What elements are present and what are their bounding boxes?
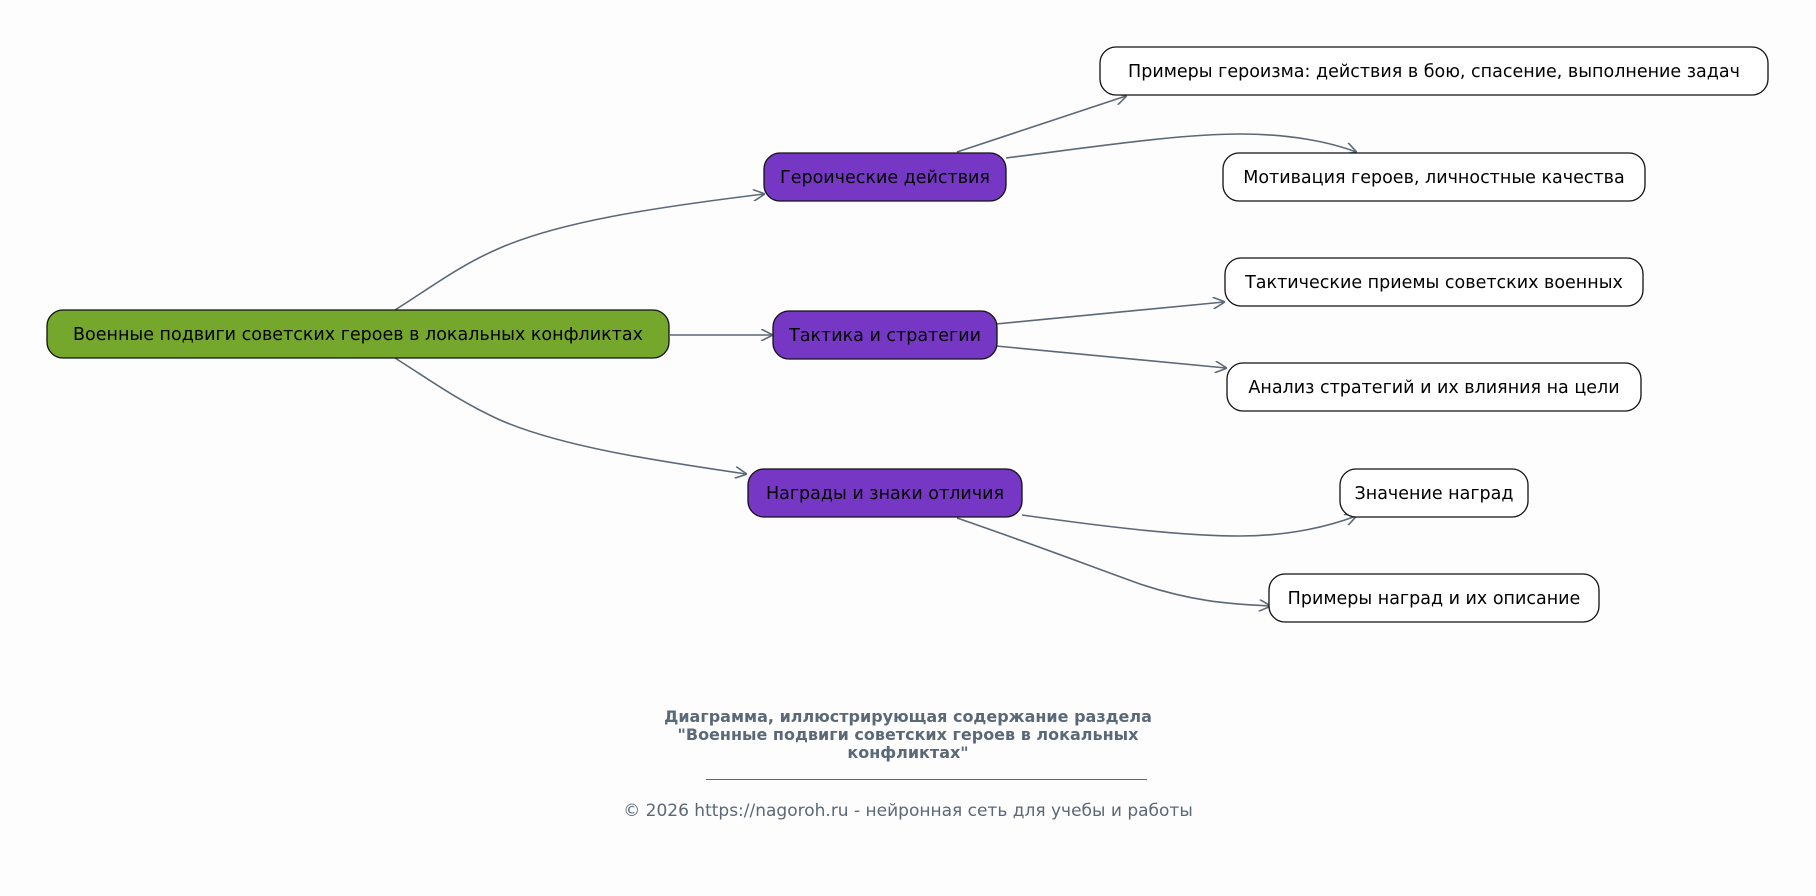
leaf-node-3-2: Примеры наград и их описание [1268, 573, 1600, 623]
caption-divider [706, 779, 1147, 780]
branch-node-2-label: Тактика и стратегии [788, 326, 981, 346]
leaf-node-1-2: Мотивация героев, личностные качества [1222, 152, 1646, 202]
root-node: Военные подвиги советских героев в локал… [46, 309, 670, 359]
leaf-node-1-2-box [1222, 152, 1646, 202]
edge-root-to-b1 [394, 194, 764, 311]
leaf-node-1-1: Примеры героизма: действия в бою, спасен… [1099, 46, 1769, 96]
edge-b1-to-l1 [956, 96, 1126, 153]
branch-node-1: Героические действия [763, 152, 1007, 202]
branch-node-2: Тактика и стратегии [772, 310, 998, 360]
leaf-node-3-1-label: Значение наград [1355, 484, 1514, 504]
leaf-node-3-2-label: Примеры наград и их описание [1288, 589, 1581, 609]
leaf-node-2-1: Тактические приемы советских военных [1224, 257, 1644, 307]
copyright-footer: © 2026 https://nagoroh.ru - нейронная се… [623, 801, 1193, 821]
edge-b1-to-l2 [1005, 133, 1356, 159]
edge-b2-to-l3 [995, 302, 1224, 325]
root-node-label: Военные подвиги советских героев в локал… [73, 325, 643, 345]
caption-line-1: Диаграмма, иллюстрирующая содержание раз… [664, 707, 1152, 726]
caption-line-3: конфликтах" [847, 743, 969, 762]
branch-node-3-label: Награды и знаки отличия [766, 484, 1004, 504]
leaf-node-1-1-box [1099, 46, 1769, 96]
diagram-caption: Диаграмма, иллюстрирующая содержание раз… [0, 708, 1816, 762]
root-node-box [46, 309, 670, 359]
branch-node-3-box [747, 468, 1023, 518]
mind-map-diagram: Военные подвиги советских героев в локал… [46, 46, 1769, 623]
leaf-node-3-1-box [1339, 468, 1529, 518]
leaf-node-3-2-box [1268, 573, 1600, 623]
branch-node-3: Награды и знаки отличия [747, 468, 1023, 518]
caption-line-2: "Военные подвиги советских героев в лока… [677, 725, 1139, 744]
branch-node-1-box [763, 152, 1007, 202]
leaf-node-2-2-label: Анализ стратегий и их влияния на цели [1248, 378, 1619, 398]
edge-root-to-b3 [394, 357, 746, 474]
edge-b3-to-l6 [956, 517, 1270, 606]
leaf-node-1-1-label: Примеры героизма: действия в бою, спасен… [1128, 62, 1740, 82]
leaf-node-3-1: Значение наград [1339, 468, 1529, 518]
leaf-node-2-1-label: Тактические приемы советских военных [1244, 273, 1623, 293]
leaf-node-2-1-box [1224, 257, 1644, 307]
branch-node-1-label: Героические действия [780, 168, 990, 188]
leaf-node-2-2-box [1226, 362, 1642, 412]
branch-node-2-box [772, 310, 998, 360]
edge-b2-to-l4 [995, 345, 1226, 368]
leaf-node-2-2: Анализ стратегий и их влияния на цели [1226, 362, 1642, 412]
leaf-node-1-2-label: Мотивация героев, личностные качества [1243, 168, 1624, 188]
edge-b3-to-l5 [1021, 515, 1356, 537]
